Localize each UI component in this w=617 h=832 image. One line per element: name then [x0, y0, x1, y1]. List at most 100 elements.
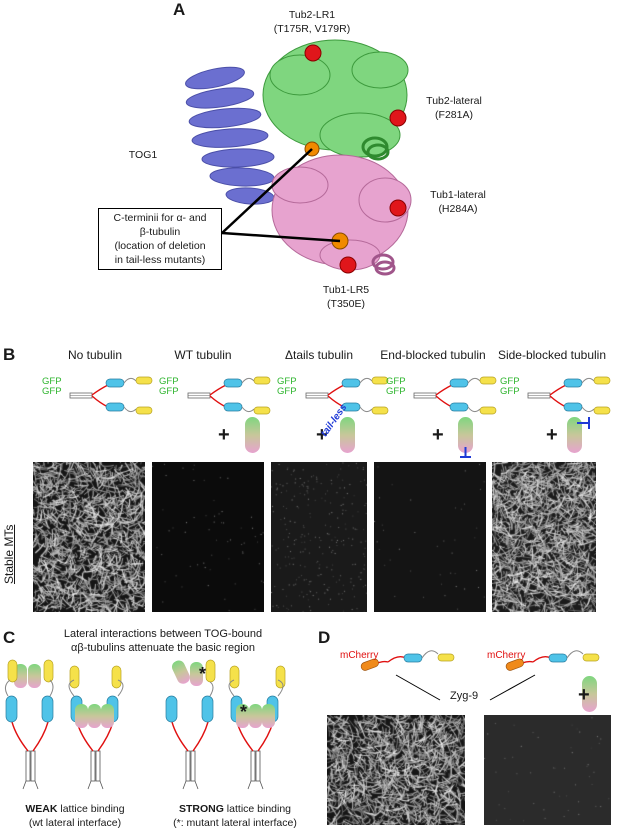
tog-domain	[563, 402, 583, 412]
tog-domain	[403, 653, 423, 663]
yellow-domain	[275, 665, 286, 689]
strong-construct-2	[228, 665, 286, 790]
tubulin-dimer	[190, 662, 203, 686]
linker	[549, 395, 567, 408]
yellow-domain	[582, 653, 600, 662]
c-termini-callout-box: C-terminii for α- and β-tubulin (locatio…	[98, 208, 222, 270]
tog-domain	[5, 695, 18, 723]
tog-domain	[223, 402, 243, 412]
asterisk-1: *	[199, 664, 207, 684]
micrograph-end-blocked	[374, 462, 486, 612]
mcherry-label-2: mCherry	[487, 650, 526, 661]
tog-lattice-binding-schematic	[4, 659, 286, 790]
zyg9-construct-1	[360, 650, 455, 671]
column-title-no-tubulin: No tubulin	[67, 348, 123, 362]
tubulin-dimer	[262, 704, 275, 728]
label-tub1-lateral: Tub1-lateral (H284A)	[430, 189, 486, 215]
protein-structure-illustration	[185, 39, 412, 276]
weak-construct-2	[68, 665, 124, 790]
alpha-tubulin-domain	[271, 154, 412, 276]
yellow-domain	[437, 653, 455, 662]
column-title-dtails-tubulin: Δtails tubulin	[284, 348, 354, 362]
linker	[532, 655, 552, 663]
panel-a-letter: A	[173, 0, 186, 19]
zyg9-label: Zyg-9	[450, 690, 479, 702]
micrograph-zyg9-with-tubulin	[484, 715, 611, 825]
stable-mts-row-label: Stable MTs	[2, 524, 16, 584]
tog-domain	[449, 402, 469, 412]
pointer-line	[489, 674, 536, 701]
yellow-domain	[69, 665, 80, 689]
construct-4	[413, 376, 497, 458]
yellow-domain	[479, 406, 497, 415]
tog-domain	[449, 378, 469, 388]
linker	[91, 395, 109, 408]
linker	[209, 384, 227, 396]
linker	[192, 721, 209, 752]
micrograph-side-blocked	[492, 462, 596, 612]
mcherry-domain	[505, 658, 524, 671]
yellow-domain	[593, 376, 611, 385]
tubulin-dimer	[75, 704, 88, 728]
micrograph-dtails-tubulin	[271, 462, 367, 612]
yellow-domain	[253, 406, 271, 415]
tubulin-dimer-tail-less	[340, 417, 355, 453]
construct-2	[187, 376, 271, 453]
weak-construct-1	[4, 659, 54, 790]
label-tub2-lateral: Tub2-lateral (F281A)	[426, 95, 482, 121]
tubulin-dimer	[171, 660, 190, 684]
micrograph-no-tubulin	[33, 462, 145, 612]
asterisk-2: *	[240, 702, 248, 722]
tog-domain	[105, 378, 125, 388]
panel-c-letter: C	[3, 628, 16, 647]
weak-binding-caption: WEAK lattice binding (wt lateral interfa…	[25, 803, 125, 829]
plus-sign-side-blocked: +	[546, 424, 558, 446]
label-tub1-lr5: Tub1-LR5 (T350E)	[322, 284, 370, 310]
mutation-site-spheres	[304, 44, 407, 274]
column-title-wt-tubulin: WT tubulin	[174, 348, 232, 362]
label-tog1: TOG1	[128, 149, 158, 161]
linker	[549, 384, 567, 396]
tubulin-dimer	[249, 704, 262, 728]
mcherry-label-1: mCherry	[340, 650, 379, 661]
plus-sign-end-blocked: +	[432, 424, 444, 446]
strong-construct-1	[165, 659, 216, 790]
tubulin-dimer	[101, 704, 114, 728]
yellow-domain	[371, 406, 389, 415]
yellow-domain	[593, 406, 611, 415]
column-title-end-blocked: End-blocked tubulin	[380, 348, 486, 362]
tog-domain	[201, 695, 214, 723]
tog1-domain	[185, 66, 275, 205]
construct-3	[305, 376, 389, 453]
linker	[435, 395, 453, 408]
yellow-domain	[7, 659, 18, 683]
linker	[387, 655, 407, 663]
label-tub2-lr1: Tub2-LR1 (T175R, V179R)	[273, 9, 351, 35]
column-title-side-blocked: Side-blocked tubulin	[497, 348, 607, 362]
construct-schematics	[69, 376, 611, 458]
zyg9-construct-schematic	[360, 650, 600, 712]
yellow-domain	[135, 406, 153, 415]
construct-5	[527, 376, 611, 453]
tog-domain	[563, 378, 583, 388]
beta-tubulin-domain	[262, 39, 409, 161]
tubulin-dimer	[236, 704, 249, 728]
yellow-domain	[111, 665, 122, 689]
yellow-domain	[253, 376, 271, 385]
mcherry-domain	[360, 658, 379, 671]
panel-d-letter: D	[318, 628, 331, 647]
linker	[171, 721, 189, 752]
pointer-line	[395, 674, 441, 701]
tubulin-dimer	[245, 417, 260, 453]
linker	[11, 721, 29, 752]
tubulin-dimer	[582, 676, 597, 712]
yellow-domain	[371, 376, 389, 385]
plus-sign-d: +	[578, 684, 590, 706]
zyg9-construct-2	[505, 650, 600, 671]
tubulin-dimer	[88, 704, 101, 728]
